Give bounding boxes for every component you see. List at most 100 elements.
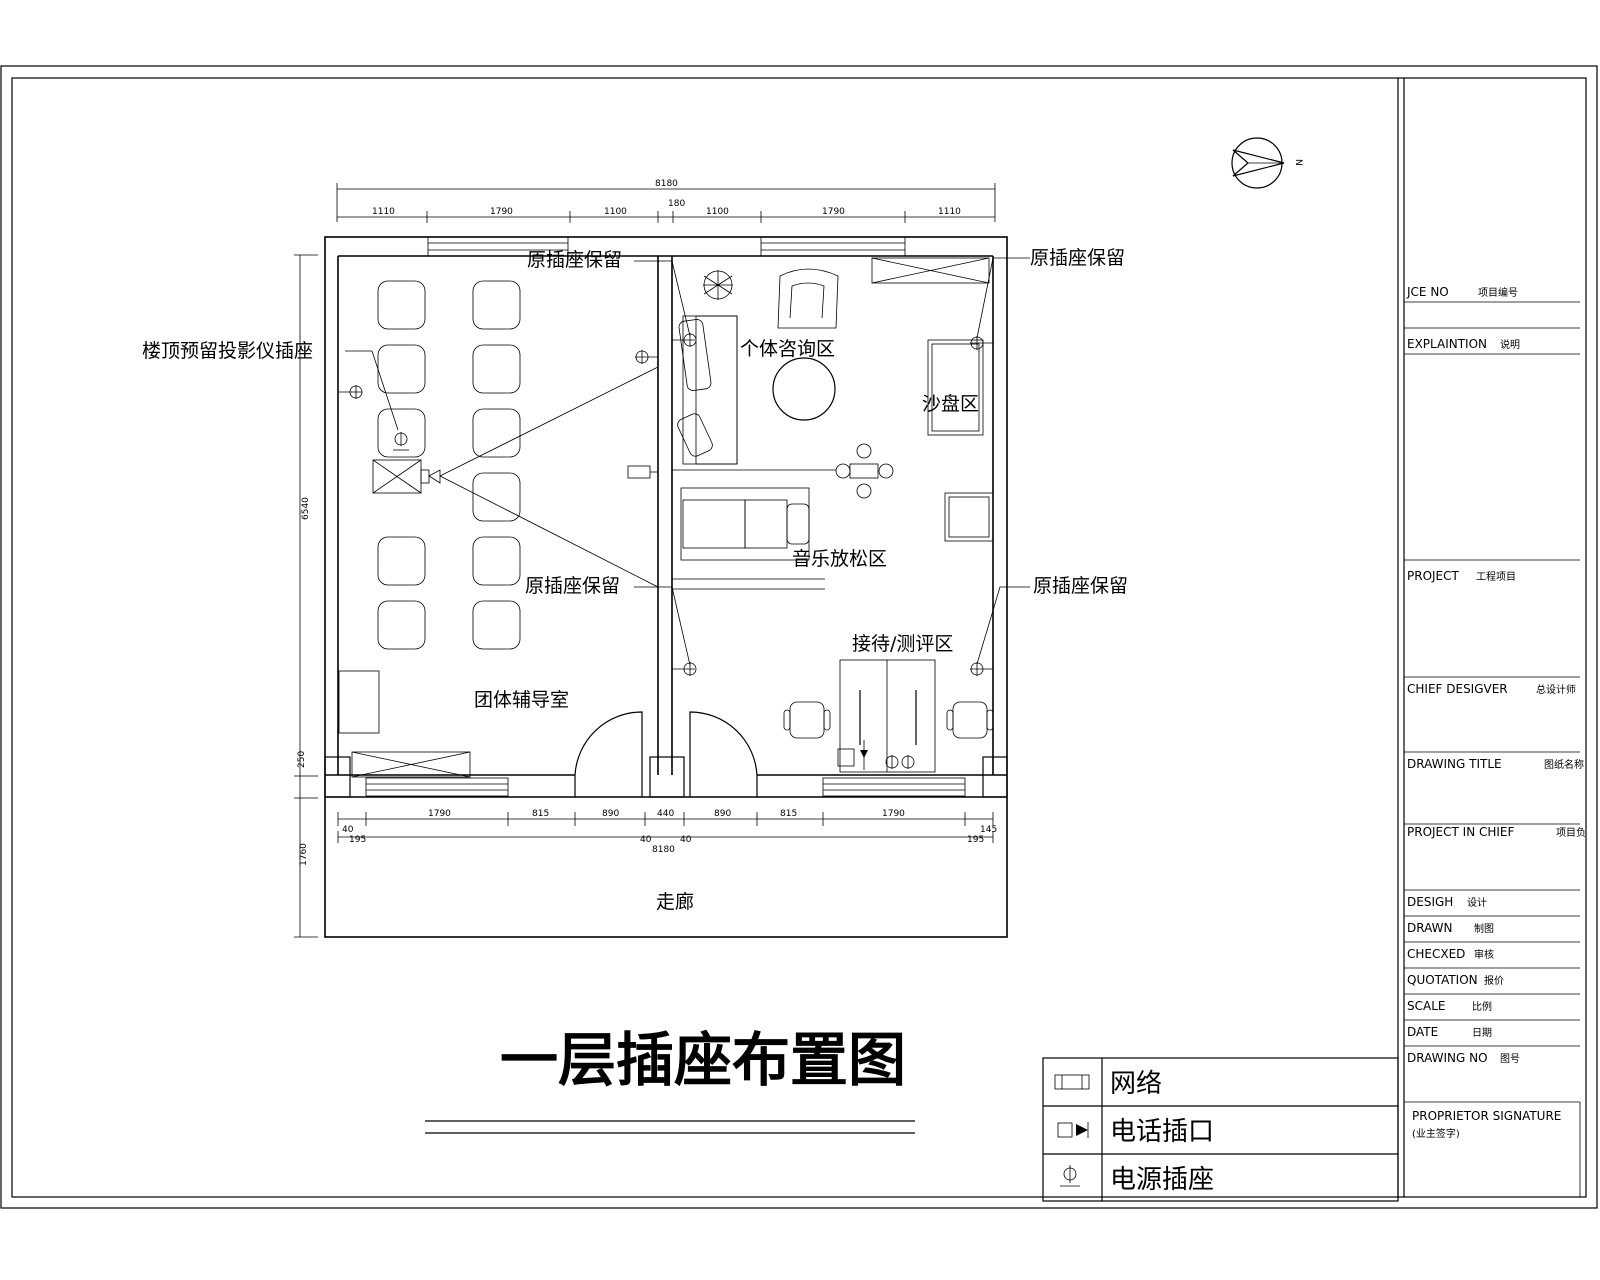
dim-left-height: 6540 <box>301 497 311 520</box>
dim-top-seg-6: 1790 <box>822 207 845 217</box>
tb-label-explaintion: EXPLAINTION <box>1407 337 1487 351</box>
callout-keep-mr: 原插座保留 <box>1033 575 1128 597</box>
dim-top-seg-3: 1100 <box>604 207 627 217</box>
tb-label-drawn: DRAWN <box>1407 921 1453 935</box>
tb-label-scale: SCALE <box>1407 999 1445 1013</box>
room-label-corridor: 走廊 <box>656 891 694 913</box>
group-room-chairs <box>377 280 521 650</box>
tb-label-checked: CHECXED <box>1407 947 1465 961</box>
plant-icon <box>703 270 733 300</box>
music-recliner <box>672 487 825 590</box>
tb-label-project-cn: 工程项目 <box>1476 571 1516 583</box>
office-chair-left <box>783 701 831 739</box>
consult-sofa <box>677 315 738 465</box>
tb-label-project-in-chief-cn: 项目负 <box>1556 826 1586 839</box>
leader-keep-tr <box>976 257 1030 339</box>
dim-bottom-small-1: 40 <box>342 825 354 835</box>
tb-label-date-cn: 日期 <box>1472 1027 1492 1039</box>
bottom-dimensions: 1790 815 890 440 890 815 1790 40 195 40 … <box>337 809 997 855</box>
leader-keep-tl <box>634 260 691 337</box>
dim-bottom-seg-7: 1790 <box>882 809 905 819</box>
title-block: JCE NO 项目编号 EXPLAINTION 说明 PROJECT 工程项目 … <box>1397 78 1586 1197</box>
network-socket-icon <box>1054 1074 1090 1090</box>
dim-top-seg-5: 1100 <box>706 207 729 217</box>
tb-label-drawing-title-cn: 图纸名称 <box>1544 758 1584 771</box>
leader-keep-mr <box>976 586 1030 665</box>
power-socket-icon <box>970 336 993 350</box>
tb-label-design-cn: 设计 <box>1467 896 1487 909</box>
north-label: N <box>1293 159 1303 166</box>
power-socket-icon <box>672 333 697 347</box>
tb-label-design: DESIGH <box>1407 895 1453 909</box>
dim-bottom-seg-3: 890 <box>602 809 619 819</box>
dim-bottom-small-6: 145 <box>980 825 997 835</box>
tb-label-date: DATE <box>1407 1025 1438 1039</box>
projector-icon <box>372 366 659 588</box>
dim-bottom-seg-4: 440 <box>657 809 674 819</box>
power-socket-icon <box>393 432 409 451</box>
sandtable <box>927 339 984 436</box>
north-arrow-icon: N <box>1231 137 1303 189</box>
cabinet-left <box>338 670 380 734</box>
dim-top-seg-7: 1110 <box>938 207 961 217</box>
room-label-sandtable: 沙盘区 <box>922 393 979 415</box>
dim-bottom-small-3: 40 <box>640 835 652 845</box>
callout-projector: 楼顶预留投影仪插座 <box>142 340 313 362</box>
drawing-title: 一层插座布置图 <box>500 1026 906 1094</box>
tb-label-chief-designer: CHIEF DESIGVER <box>1407 682 1508 696</box>
callout-keep-tl: 原插座保留 <box>527 249 622 271</box>
tb-label-jce-cn: 项目编号 <box>1478 286 1518 299</box>
tb-signature-cn: (业主签字) <box>1412 1127 1460 1140</box>
power-socket-icon <box>339 385 363 399</box>
phone-socket-icon <box>837 740 868 770</box>
dim-top-seg-2: 1790 <box>490 207 513 217</box>
tb-label-checked-cn: 审核 <box>1474 948 1494 961</box>
inner-frame <box>11 77 1587 1198</box>
tb-label-drawing-no-cn: 图号 <box>1500 1053 1520 1065</box>
dim-left-small: 250 <box>297 751 307 768</box>
tb-label-quotation: QUOTATION <box>1407 973 1478 987</box>
power-socket-icon <box>970 662 993 676</box>
leader-keep-ml <box>634 586 691 666</box>
legend-label-phone: 电话插口 <box>1110 1117 1214 1147</box>
dim-bottom-small-4: 40 <box>680 835 692 845</box>
round-table <box>772 357 836 421</box>
tb-label-drawing-title: DRAWING TITLE <box>1407 757 1502 771</box>
legend-label-power: 电源插座 <box>1110 1165 1214 1195</box>
dim-bottom-small-5: 195 <box>967 835 984 845</box>
speaker-cluster-icon <box>672 443 894 499</box>
power-socket-icon <box>1060 1165 1080 1187</box>
tb-label-explaintion-cn: 说明 <box>1500 338 1520 351</box>
dim-top-seg-1: 1110 <box>372 207 395 217</box>
room-label-music: 音乐放松区 <box>792 548 887 570</box>
storage-unit-bottom-left <box>351 751 471 778</box>
callout-keep-tr: 原插座保留 <box>1030 247 1125 269</box>
tb-label-scale-cn: 比例 <box>1472 1000 1492 1013</box>
armchair-top <box>777 268 839 329</box>
tb-label-drawing-no: DRAWING NO <box>1407 1051 1488 1065</box>
outer-frame <box>0 65 1598 1209</box>
tb-label-drawn-cn: 制图 <box>1474 922 1494 935</box>
dim-left-corridor: 1760 <box>299 843 309 866</box>
left-dimensions: 6540 250 1760 <box>294 254 318 938</box>
room-label-reception: 接待/测评区 <box>852 633 953 655</box>
power-socket-icon <box>885 755 915 769</box>
network-socket-icon <box>627 465 658 479</box>
power-socket-icon <box>635 350 658 364</box>
dim-bottom-small-2: 195 <box>349 835 366 845</box>
power-socket-icon <box>672 662 697 676</box>
legend-label-network: 网络 <box>1110 1069 1162 1099</box>
legend: 网络 电话插口 电源插座 <box>1042 1057 1399 1202</box>
reception-desk <box>839 659 936 773</box>
cabinet-right <box>944 492 994 542</box>
dim-top-seg-4: 180 <box>668 199 685 209</box>
tb-label-quotation-cn: 报价 <box>1484 974 1504 987</box>
office-chair-right <box>946 701 994 739</box>
tb-label-project: PROJECT <box>1407 569 1460 583</box>
tb-label-chief-designer-cn: 总设计师 <box>1536 683 1576 696</box>
top-dimensions: 8180 1110 1790 1100 180 1100 1790 1110 <box>336 179 996 223</box>
tb-label-project-in-chief: PROJECT IN CHIEF <box>1407 825 1515 839</box>
storage-unit-top-right <box>871 257 990 284</box>
dim-top-total: 8180 <box>655 179 678 189</box>
